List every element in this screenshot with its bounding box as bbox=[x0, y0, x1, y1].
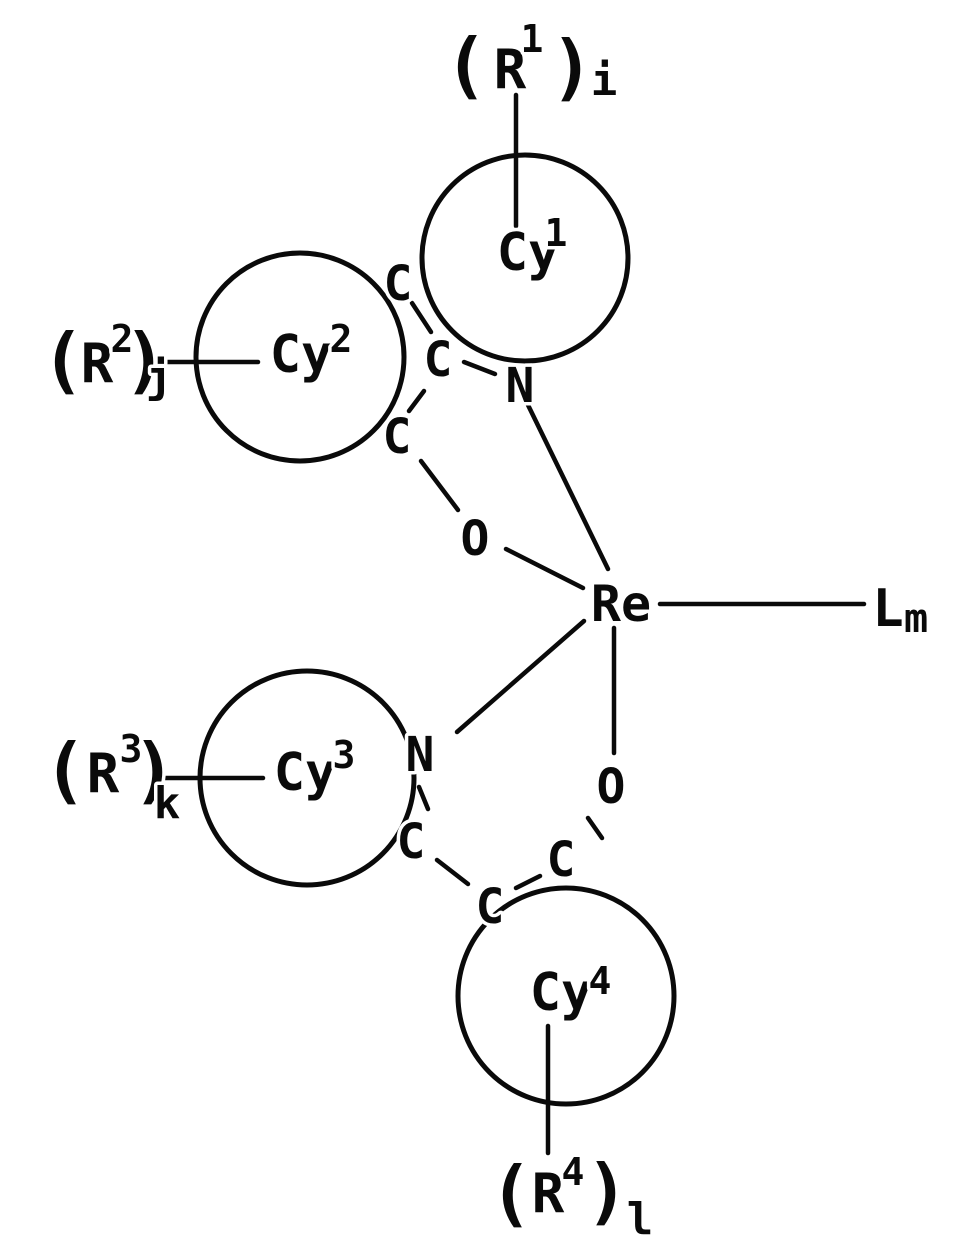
r2-base: R bbox=[81, 332, 114, 395]
cy2-label: Cy bbox=[270, 325, 333, 385]
r4-superscript: 4 bbox=[562, 1150, 585, 1194]
bond-cbottom-oupper bbox=[418, 458, 461, 513]
cy3-superscript: 3 bbox=[333, 733, 356, 777]
r4-close-paren: ) bbox=[585, 1149, 628, 1233]
ligand-label: L bbox=[872, 579, 903, 639]
bond-nlower-clowerleft bbox=[416, 784, 431, 812]
r4-base: R bbox=[532, 1162, 565, 1225]
cy1-label: Cy bbox=[497, 223, 560, 283]
r3-open-paren: ( bbox=[43, 728, 86, 812]
r4-open-paren: ( bbox=[489, 1151, 532, 1235]
bond-oupper-re bbox=[503, 546, 586, 591]
bond-clowermid-clowerright bbox=[513, 873, 543, 891]
bond-cmid-nupper bbox=[461, 359, 498, 377]
r3-close-paren: ) bbox=[132, 728, 175, 812]
r1-subscript: i bbox=[591, 55, 618, 106]
bond-cmid-cbottom bbox=[406, 388, 427, 414]
atom-o-lower: O bbox=[597, 759, 626, 815]
bond-ctop-cmid bbox=[409, 300, 434, 335]
atom-n-lower: N bbox=[406, 727, 435, 783]
r3-superscript: 3 bbox=[120, 727, 143, 771]
cy4-superscript: 4 bbox=[589, 959, 612, 1003]
ligand-subscript: m bbox=[904, 596, 928, 642]
r4-subscript: l bbox=[627, 1194, 654, 1245]
atom-c-lower-left: C bbox=[397, 814, 426, 870]
atom-c-lower-mid: C bbox=[476, 879, 505, 935]
r2-superscript: 2 bbox=[111, 317, 134, 361]
bond-clowerright-olower bbox=[585, 815, 605, 841]
atom-c-mid: C bbox=[424, 332, 453, 388]
r2-subscript: j bbox=[146, 352, 173, 403]
bond-clowerleft-clowermid bbox=[434, 857, 471, 887]
r3-base: R bbox=[87, 742, 120, 805]
atom-c-top: C bbox=[384, 256, 413, 312]
cy4-label: Cy bbox=[530, 963, 593, 1023]
bond-nupper-re bbox=[525, 402, 611, 572]
bond-re-nlower bbox=[454, 618, 587, 735]
cy1-superscript: 1 bbox=[545, 211, 568, 255]
cy2-ring bbox=[193, 250, 407, 464]
atom-n-upper: N bbox=[506, 358, 535, 414]
atom-c-bottom: C bbox=[383, 409, 412, 465]
r1-base: R bbox=[494, 38, 527, 101]
cy4-ring bbox=[455, 885, 677, 1107]
atom-c-lower-right: C bbox=[547, 832, 576, 888]
atom-o-upper: O bbox=[461, 511, 490, 567]
r1-open-paren: ( bbox=[444, 23, 487, 107]
r2-open-paren: ( bbox=[41, 318, 84, 402]
cy2-superscript: 2 bbox=[330, 317, 353, 361]
r3-subscript: k bbox=[154, 778, 181, 829]
r2-close-paren: ) bbox=[123, 318, 166, 402]
r1-superscript: 1 bbox=[521, 17, 544, 61]
cy1-ring bbox=[419, 152, 631, 364]
cy3-label: Cy bbox=[274, 743, 337, 803]
r1-close-paren: ) bbox=[550, 25, 593, 109]
metal-center-label: Re bbox=[591, 575, 651, 633]
